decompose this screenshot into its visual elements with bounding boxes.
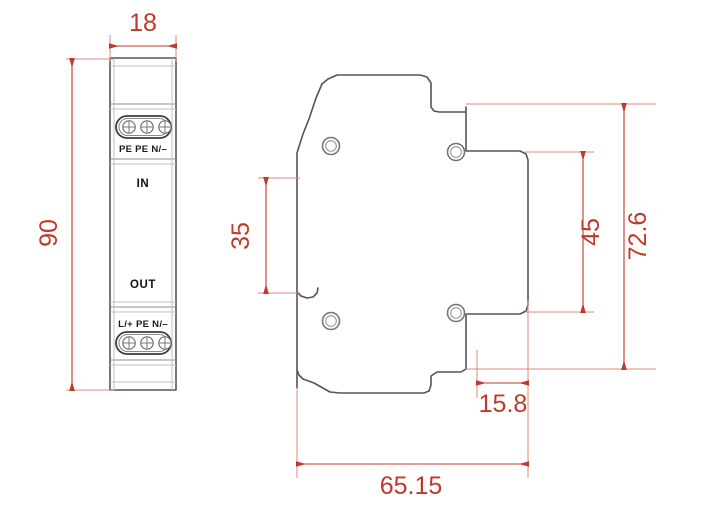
dimension-depth-158: 15.8 — [476, 300, 529, 418]
dimension-height-35: 35 — [227, 177, 300, 294]
bottom-screw-1 — [122, 336, 136, 350]
top-screw-1 — [122, 120, 136, 134]
mounting-hole-bottom-right — [446, 303, 466, 323]
dimension-depth-6515: 65.15 — [296, 390, 529, 500]
dimension-label-45: 45 — [577, 218, 605, 246]
mounting-hole-top-right — [446, 142, 466, 162]
bottom-terminal-block — [115, 331, 172, 355]
side-notch-lower-left — [296, 287, 319, 299]
dimension-label-height: 90 — [35, 219, 63, 247]
dimension-width-18: 18 — [109, 9, 177, 62]
front-view-group: PE PE N/– IN OUT L/+ PE N/– — [35, 9, 177, 391]
dimension-height-90: 90 — [35, 58, 114, 391]
bottom-terminal-label: L/+ PE N/– — [118, 319, 168, 330]
bottom-screw-2 — [140, 336, 154, 350]
mounting-hole-bottom-left — [321, 311, 341, 331]
dimension-label-726: 72.6 — [624, 212, 652, 261]
bottom-screw-3 — [158, 336, 172, 350]
dimension-height-726: 72.6 — [466, 103, 656, 370]
side-view-group: 35 45 72.6 15.8 — [227, 74, 656, 500]
output-marking: OUT — [130, 279, 156, 291]
dimension-height-45: 45 — [525, 151, 605, 313]
side-profile-outline — [296, 74, 529, 394]
top-terminal-block — [115, 115, 172, 139]
dimension-label-158: 15.8 — [479, 390, 528, 418]
top-screw-2 — [140, 120, 154, 134]
dimension-label-width: 18 — [129, 9, 157, 37]
input-marking: IN — [137, 178, 150, 190]
mounting-hole-top-left — [321, 136, 341, 156]
dimension-label-6515: 65.15 — [380, 472, 443, 500]
top-screw-3 — [158, 120, 172, 134]
dimension-label-35: 35 — [227, 222, 255, 250]
top-terminal-label: PE PE N/– — [119, 144, 167, 155]
